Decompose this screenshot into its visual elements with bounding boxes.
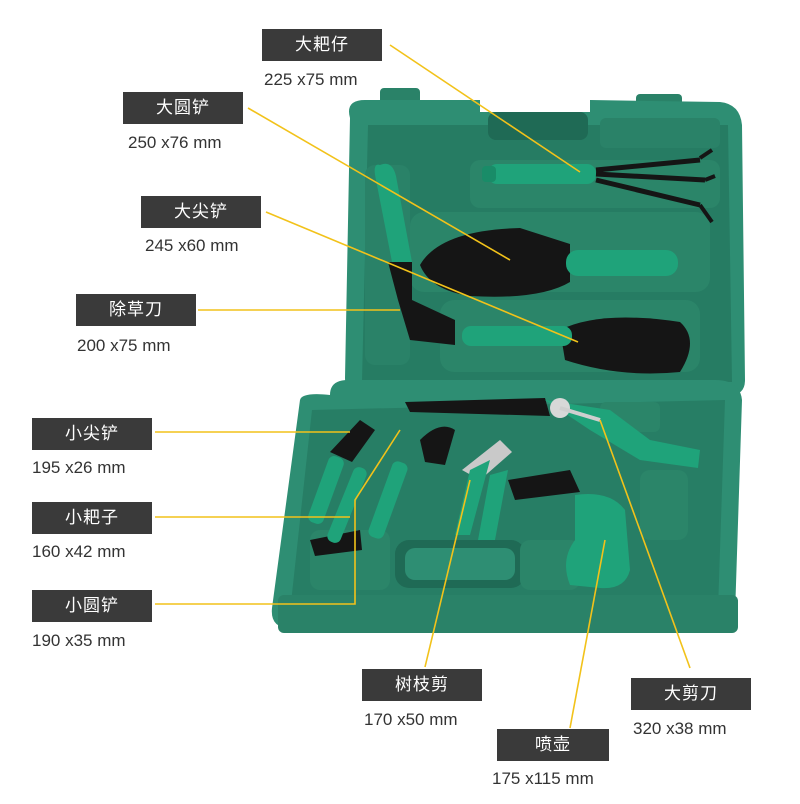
- leader-line-spray-nozzle: [569, 539, 606, 729]
- tool-label-weeder: 除草刀: [76, 294, 196, 326]
- leader-line-large-rake: [389, 44, 581, 173]
- tool-size-large-rake: 225 x75 mm: [264, 70, 358, 89]
- tool-size-pruning-shears: 170 x50 mm: [364, 710, 458, 729]
- tool-label-small-round-trowel: 小圆铲: [32, 590, 152, 622]
- tool-size-spray-nozzle: 175 x115 mm: [492, 769, 594, 788]
- large-shears-tool: [405, 398, 700, 468]
- leader-lines: [155, 44, 691, 729]
- tool-size-small-pointed-trowel: 195 x26 mm: [32, 458, 126, 477]
- tool-label-spray-nozzle: 喷壶: [497, 729, 609, 761]
- small-tools-group: [308, 420, 455, 556]
- weeder-tool: [388, 262, 455, 345]
- tool-label-large-round-trowel: 大圆铲: [123, 92, 243, 124]
- tool-label-small-pointed-trowel: 小尖铲: [32, 418, 152, 450]
- tool-label-large-rake: 大耙仔: [262, 29, 382, 61]
- leader-line-pruning-shears: [424, 479, 471, 668]
- tool-label-large-pointed-trowel: 大尖铲: [141, 196, 261, 228]
- tool-size-large-shears: 320 x38 mm: [633, 719, 727, 738]
- tool-label-large-shears: 大剪刀: [631, 678, 751, 710]
- large-rake-tool: [482, 148, 716, 224]
- tool-label-small-rake: 小耙子: [32, 502, 152, 534]
- tool-size-large-round-trowel: 250 x76 mm: [128, 133, 222, 152]
- tool-size-weeder: 200 x75 mm: [77, 336, 171, 355]
- leader-line-small-round-trowel: [155, 429, 401, 605]
- pruning-shears-tool: [455, 440, 512, 540]
- tool-size-small-round-trowel: 190 x35 mm: [32, 631, 126, 650]
- tool-size-small-rake: 160 x42 mm: [32, 542, 126, 561]
- leader-line-large-pointed-trowel: [265, 211, 579, 343]
- spray-nozzle-tool: [508, 470, 630, 589]
- tool-label-pruning-shears: 树枝剪: [362, 669, 482, 701]
- leader-line-large-round-trowel: [247, 107, 511, 261]
- leader-line-large-shears: [599, 419, 691, 669]
- large-round-trowel-tool: [374, 163, 678, 297]
- tool-size-large-pointed-trowel: 245 x60 mm: [145, 236, 239, 255]
- large-pointed-trowel-tool: [462, 317, 690, 374]
